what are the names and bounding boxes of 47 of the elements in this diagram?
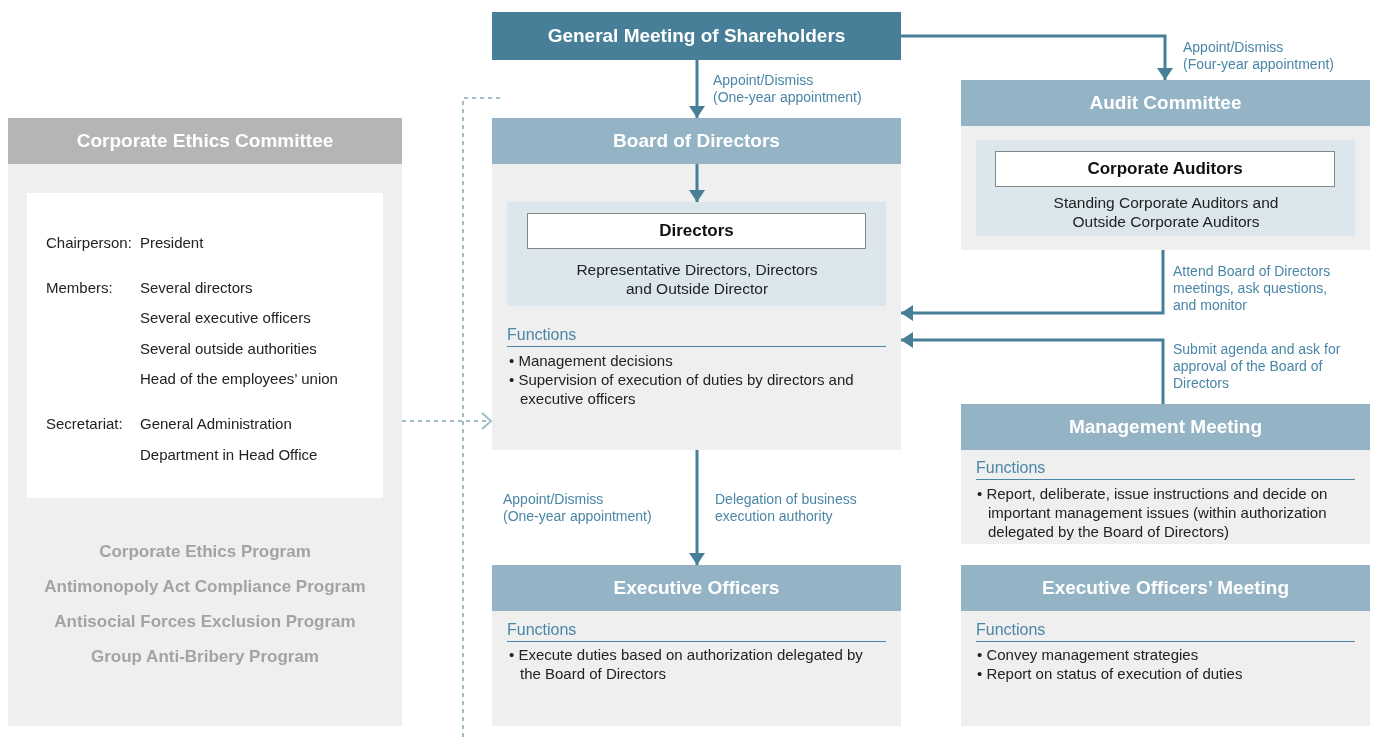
member-text: President [140, 233, 205, 253]
member-text: General Administration Department in Head Office [140, 414, 319, 465]
panel-header: Executive Officers [492, 565, 901, 611]
inner-panel [976, 140, 1355, 236]
arrow [901, 250, 1165, 321]
member-text: Standing Corporate Auditors and Outside Corporate Auditors [1052, 193, 1280, 231]
panel [961, 565, 1370, 726]
panel-header: Executive Officers’ Meeting [961, 565, 1370, 611]
section-heading: Functions [507, 326, 886, 347]
member-text: Representative Directors, Directors and Outside Director [575, 260, 819, 298]
inner-panel [507, 202, 886, 306]
section-heading: Functions [976, 459, 1355, 480]
program-name: Antisocial Forces Exclusion Program [53, 612, 357, 632]
box-title: General Meeting of Shareholders [546, 24, 847, 48]
arrow [689, 60, 705, 118]
bullet-item: • Execute duties based on authorization delegated by the Board of Directors [509, 645, 864, 683]
member-text: Several directors [140, 278, 254, 298]
panel [492, 565, 901, 726]
bullet-item: • Convey management strategies [977, 645, 1200, 664]
panel [492, 118, 901, 450]
arrow [689, 450, 705, 565]
panel [961, 404, 1370, 544]
arrow [901, 34, 1173, 80]
member-text: Several executive officers [140, 308, 312, 328]
program-name: Group Anti-Bribery Program [90, 647, 320, 667]
arrow [689, 164, 705, 202]
program-name: Corporate Ethics Program [98, 542, 312, 562]
section-heading: Functions [976, 621, 1355, 642]
member-text: Several outside authorities [140, 339, 318, 359]
member-text: Head of the employees’ union [140, 369, 339, 389]
panel-header: Audit Committee [961, 80, 1370, 126]
panel [961, 80, 1370, 250]
panel [8, 118, 402, 726]
panel-header: Board of Directors [492, 118, 901, 164]
arrow [901, 332, 1165, 404]
program-name: Antimonopoly Act Compliance Program [43, 577, 367, 597]
bullet-item: • Supervision of execution of duties by directors and executive officers [509, 370, 854, 408]
dashed-arrow [401, 412, 492, 430]
label-box: Directors [527, 213, 866, 249]
bullet-item: • Report on status of execution of duties [977, 664, 1244, 683]
section-heading: Functions [507, 621, 886, 642]
label-box: Corporate Auditors [995, 151, 1335, 187]
bullet-item: • Management decisions [509, 351, 674, 370]
title-box [492, 12, 901, 60]
panel-header: Management Meeting [961, 404, 1370, 450]
panel-header: Corporate Ethics Committee [8, 118, 402, 164]
bullet-item: • Report, deliberate, issue instructions and decide on important management issues (within authorization delegated by the Board of Directors) [977, 484, 1329, 541]
